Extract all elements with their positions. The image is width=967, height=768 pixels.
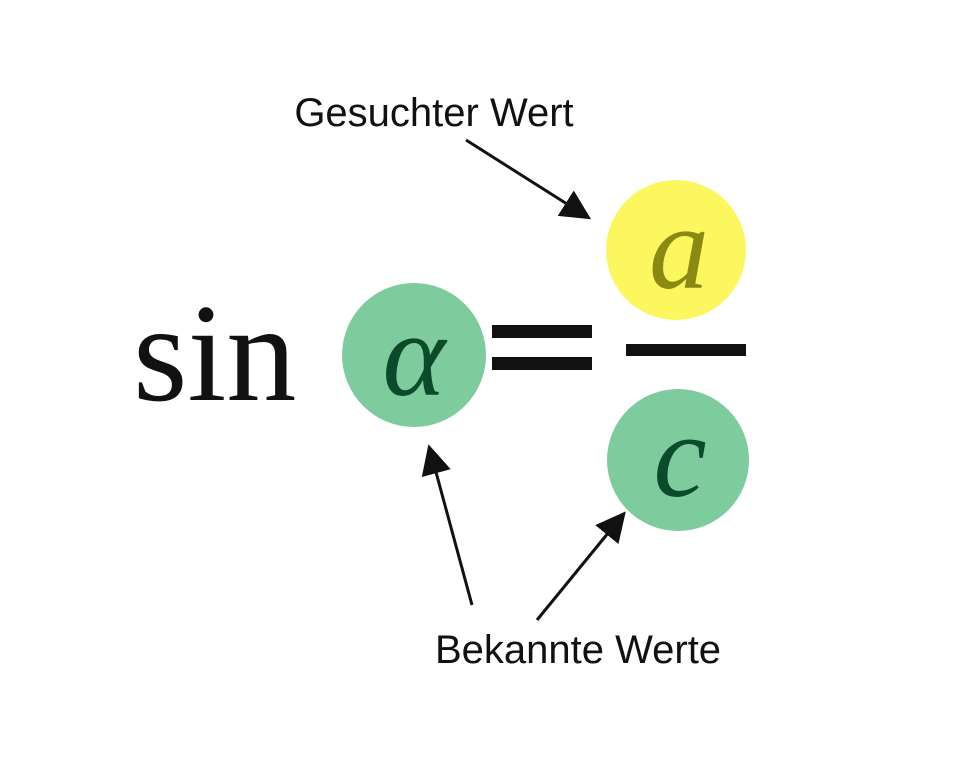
arrow-to-numerator	[465, 138, 592, 220]
denominator-known-circle	[607, 389, 749, 531]
arrow-to-angle	[421, 444, 474, 606]
numerator-sought-circle	[606, 180, 746, 320]
denominator-c-symbol: c	[653, 389, 706, 522]
sine-function: sin	[133, 276, 296, 431]
sought-value-label: Gesuchter Wert	[294, 91, 573, 135]
equals-sign-bottom-bar	[492, 357, 592, 370]
numerator-a-symbol: a	[649, 181, 709, 314]
angle-known-circle	[342, 283, 486, 427]
angle-alpha-symbol: α	[383, 288, 448, 421]
known-values-label: Bekannte Werte	[435, 628, 721, 672]
arrow-to-denominator	[535, 511, 626, 621]
equals-sign-top-bar	[492, 325, 592, 338]
fraction-bar	[626, 344, 746, 356]
